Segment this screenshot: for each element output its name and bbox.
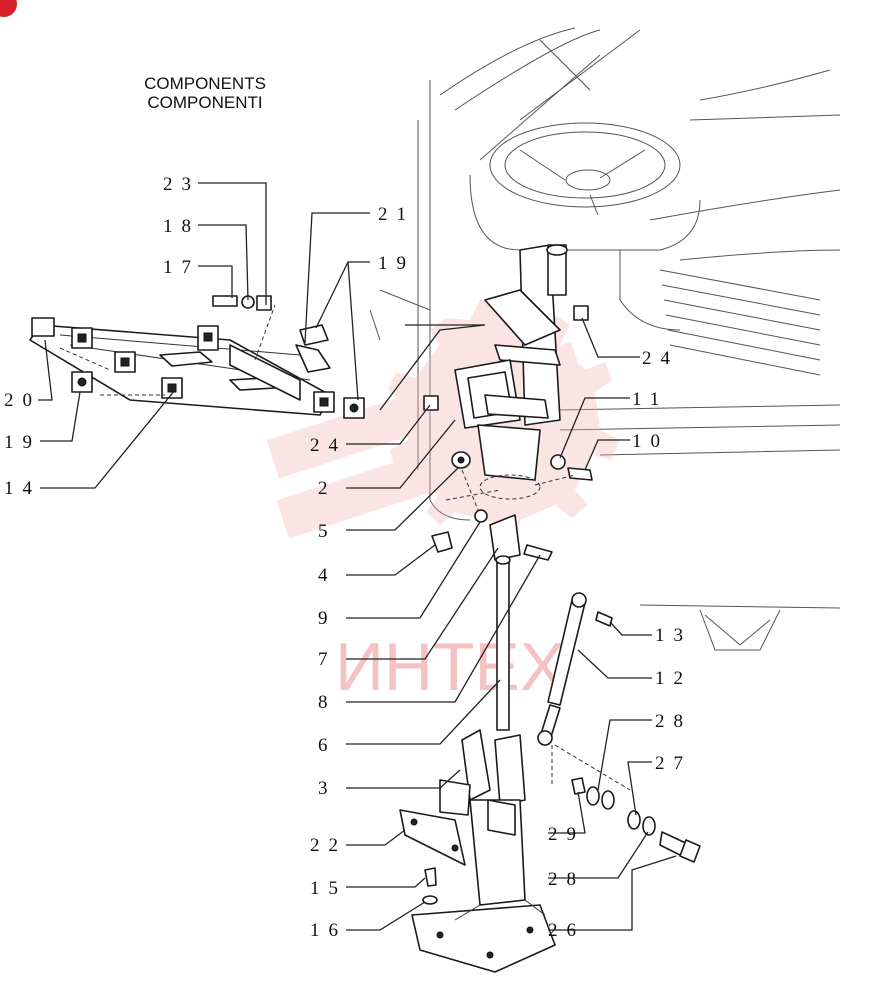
- callout-28-top: 28: [655, 711, 692, 732]
- bracket-assembly-left: [29, 295, 365, 419]
- callout-15: 15: [310, 878, 347, 899]
- callout-12: 12: [655, 668, 692, 689]
- callout-11: 11: [632, 389, 668, 410]
- callout-26: 26: [548, 920, 585, 941]
- base-column: [399, 729, 556, 973]
- callout-3: 3: [318, 778, 337, 799]
- callout-21: 21: [378, 204, 415, 225]
- gas-spring: [537, 592, 613, 746]
- callout-5: 5: [318, 521, 337, 542]
- callout-4: 4: [318, 565, 337, 586]
- callout-24-right: 24: [642, 348, 679, 369]
- heading-components: COMPONENTS: [144, 74, 266, 93]
- watermark-text: ИНТЕХ: [335, 629, 565, 705]
- callout-24-left: 24: [310, 435, 347, 456]
- callout-7: 7: [318, 649, 337, 670]
- callout-19-top: 19: [378, 253, 415, 274]
- callout-13: 13: [655, 625, 692, 646]
- callout-labels: 23 18 17 21 19 20 19 14 24 24 11 10 2 5 …: [4, 174, 692, 941]
- callout-9: 9: [318, 608, 337, 629]
- callout-8: 8: [318, 692, 337, 713]
- steering-column: [454, 244, 589, 500]
- callout-17: 17: [163, 257, 200, 278]
- callout-27: 27: [655, 753, 692, 774]
- callout-29: 29: [548, 824, 585, 845]
- callout-19-left: 19: [4, 432, 41, 453]
- shaft: [495, 555, 511, 731]
- callout-18: 18: [163, 216, 200, 237]
- callout-28-bottom: 28: [548, 869, 585, 890]
- callout-20: 20: [4, 390, 41, 411]
- callout-10: 10: [632, 431, 669, 452]
- corner-badge: [0, 0, 17, 17]
- callout-6: 6: [318, 735, 337, 756]
- callout-14: 14: [4, 478, 41, 499]
- tractor-cab-background: [369, 27, 841, 651]
- heading-componenti: COMPONENTI: [147, 93, 263, 112]
- callout-23: 23: [163, 174, 200, 195]
- callout-22: 22: [310, 835, 347, 856]
- bolt-stack: [551, 744, 701, 863]
- callout-16: 16: [310, 920, 347, 941]
- callout-2: 2: [318, 478, 337, 499]
- leader-lines: [38, 182, 677, 931]
